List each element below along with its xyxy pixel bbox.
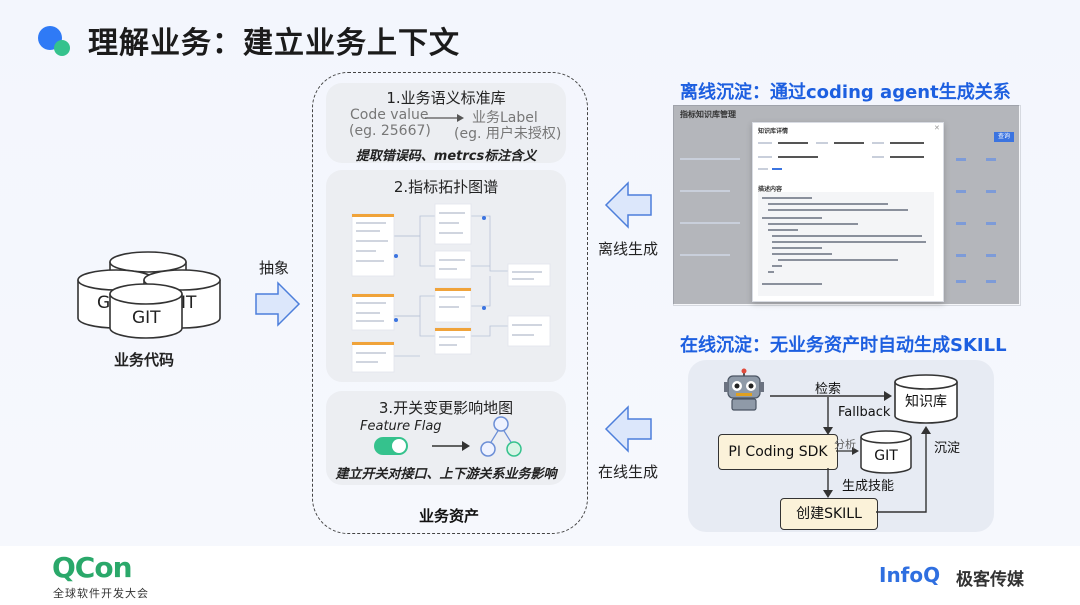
analyze-arrow-icon: [836, 447, 859, 455]
feature-flag-label: Feature Flag: [360, 419, 442, 434]
abstract-arrow-icon: [255, 281, 301, 327]
git-label-left: G: [97, 293, 111, 313]
impact-arrow-icon: [432, 441, 470, 451]
sediment-label: 沉淀: [934, 441, 961, 456]
robot-icon: [724, 368, 764, 411]
qcon-logo: QCon: [52, 551, 133, 584]
online-heading: 在线沉淀：无业务资产时自动生成SKILL: [680, 335, 1007, 356]
screenshot-query-button: 查询: [994, 132, 1014, 142]
pi-coding-sdk-box: PI Coding SDK: [718, 434, 838, 470]
analyze-label: 分析: [834, 438, 856, 451]
online-generate-label: 在线生成: [598, 463, 659, 481]
code-value-example: (eg. 25667): [349, 123, 431, 139]
knowledge-base-db-icon: [894, 374, 958, 424]
dialog-title: 知识库详情: [758, 128, 789, 135]
semantic-library-card: [326, 83, 566, 163]
card1-heading: 1.业务语义标准库: [386, 89, 506, 107]
screenshot-table-rows: [680, 158, 996, 283]
infoq-logo: InfoQ: [879, 563, 941, 587]
mapping-arrow-icon: [425, 114, 464, 122]
business-label: 业务Label: [472, 110, 538, 126]
abstract-label: 抽象: [259, 259, 290, 277]
toggle-knob: [392, 439, 406, 453]
code-label: 业务代码: [114, 351, 175, 369]
dialog-fields: [758, 142, 924, 170]
page-title: 理解业务：建立业务上下文: [88, 26, 460, 61]
dialog-close-icon[interactable]: ✕: [934, 124, 940, 132]
geek-media-logo: 极客传媒: [956, 570, 1024, 590]
screenshot-page-title: 指标知识库管理: [680, 110, 736, 119]
card2-heading: 2.指标拓扑图谱: [393, 178, 499, 196]
generate-skill-arrow-icon: [823, 468, 833, 498]
create-skill-box: 创建SKILL: [780, 498, 878, 530]
business-label-example: (eg. 用户未授权): [454, 126, 562, 142]
git-db-icon: [860, 430, 912, 474]
dialog-section-label: 描述内容: [758, 186, 783, 193]
code-value-label: Code value: [350, 107, 429, 123]
offline-arrow-icon: [604, 181, 652, 229]
knowledge-base-label: 知识库: [905, 394, 947, 410]
sediment-arrow-icon: [876, 426, 931, 513]
offline-heading: 离线沉淀：通过coding agent生成关系: [680, 82, 1011, 103]
dependency-graph-icon: [480, 416, 522, 457]
offline-generate-label: 离线生成: [598, 240, 659, 258]
business-assets-container: [312, 72, 588, 534]
card1-caption: 提取错误码、metrcs标注含义: [355, 149, 537, 164]
git-label-right: IT: [181, 293, 197, 313]
git-cylinders-icon: [77, 251, 221, 339]
topology-graph-thumbnail: [351, 203, 551, 373]
search-label: 检索: [815, 382, 842, 397]
footer-bar: [0, 546, 1080, 605]
title-dot-green-icon: [54, 40, 70, 56]
search-arrow-icon: [770, 391, 892, 401]
dialog-code-lines: [762, 197, 926, 285]
card3-caption: 建立开关对接口、上下游关系业务影响: [335, 467, 557, 482]
online-arrow-icon: [604, 405, 652, 453]
qcon-subtitle: 全球软件开发大会: [53, 587, 149, 600]
card3-heading: 3.开关变更影响地图: [378, 399, 514, 417]
generate-skill-label: 生成技能: [842, 479, 895, 494]
fallback-arrow-icon: [823, 397, 833, 435]
git-db-label: GIT: [874, 448, 898, 464]
flag-impact-card: [326, 391, 566, 485]
fallback-label: Fallback: [838, 405, 891, 420]
git-label-front: GIT: [132, 308, 161, 328]
business-assets-label: 业务资产: [418, 507, 479, 525]
